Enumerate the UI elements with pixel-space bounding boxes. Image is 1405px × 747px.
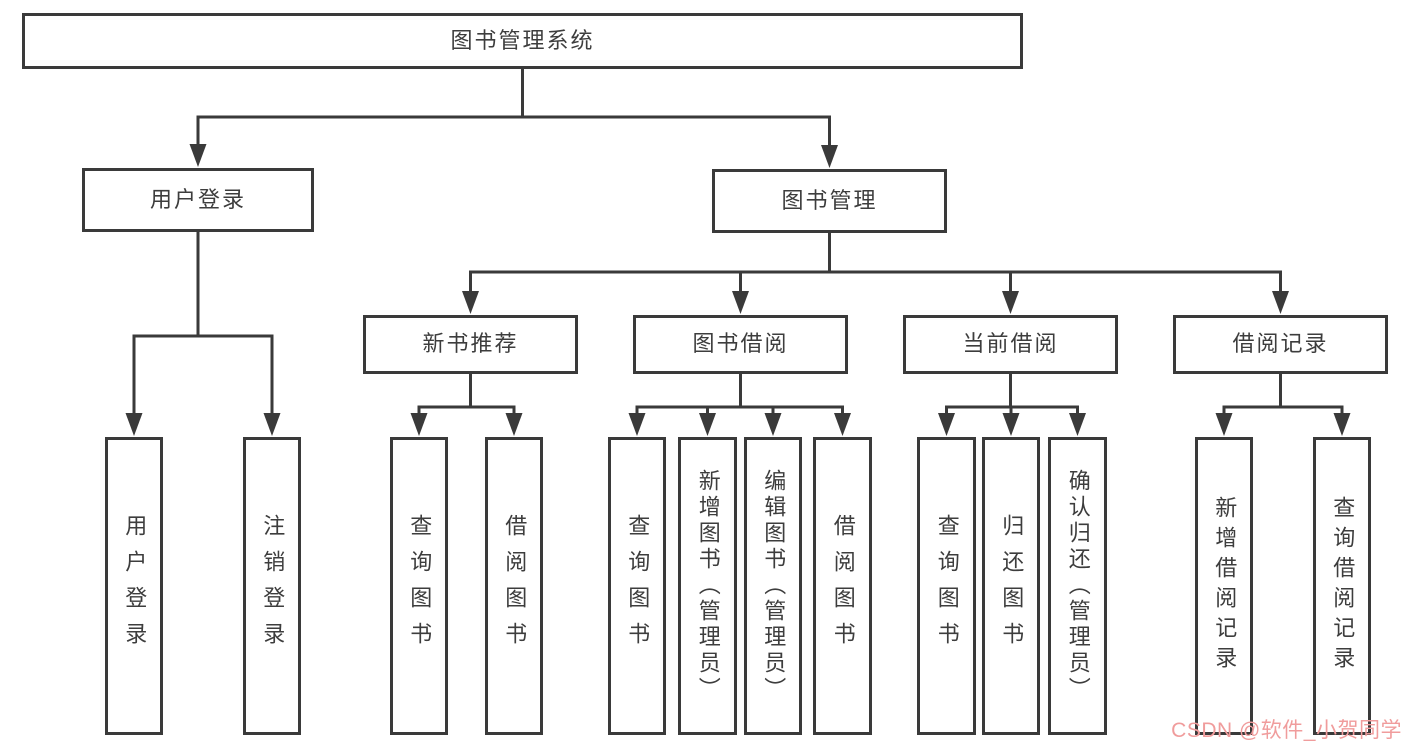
diagram-node-leaf-query-borrow-record: 查询借阅记录 <box>1313 437 1371 735</box>
diagram-node-leaf-edit-books: 编辑图书（管理员） <box>744 437 802 735</box>
diagram-node-new-book-rec: 新书推荐 <box>363 315 578 374</box>
diagram-node-leaf-add-borrow-record: 新增借阅记录 <box>1195 437 1253 735</box>
arrowhead <box>834 413 851 436</box>
node-label: 查询图书 <box>407 514 433 658</box>
node-label: 新书推荐 <box>422 331 519 357</box>
node-label: 查询图书 <box>934 514 960 658</box>
arrowhead <box>764 413 782 436</box>
node-label: 查询图书 <box>625 514 651 658</box>
diagram-node-leaf-borrow-books-new: 借阅图书 <box>485 437 543 735</box>
arrowhead <box>1333 413 1351 436</box>
node-label: 借阅图书 <box>502 514 528 658</box>
node-label: 归还图书 <box>999 514 1025 658</box>
diagram-node-leaf-user-login: 用户登录 <box>105 437 163 735</box>
node-label: 新增图书（管理员） <box>695 469 721 703</box>
diagram-node-user-login: 用户登录 <box>82 168 314 232</box>
diagram-node-book-mgmt: 图书管理 <box>712 169 947 233</box>
arrowhead <box>1215 413 1233 436</box>
arrowhead <box>1002 291 1019 314</box>
arrowhead <box>1272 291 1289 314</box>
node-label: 注销登录 <box>260 514 286 658</box>
arrowhead <box>125 413 143 436</box>
arrowhead <box>628 413 646 436</box>
arrowhead <box>938 413 955 436</box>
node-label: 编辑图书（管理员） <box>761 469 787 703</box>
connector-book-mgmt <box>462 233 1289 314</box>
diagram-node-leaf-query-books-current: 查询图书 <box>917 437 976 735</box>
diagram-node-leaf-query-books-new: 查询图书 <box>390 437 448 735</box>
diagram-node-leaf-return-books: 归还图书 <box>982 437 1040 735</box>
arrowhead <box>462 291 479 314</box>
arrowhead <box>505 413 523 436</box>
arrowhead <box>699 413 716 436</box>
diagram-node-leaf-add-books: 新增图书（管理员） <box>678 437 737 735</box>
diagram-node-leaf-query-books-borrow: 查询图书 <box>608 437 666 735</box>
connector-user-login <box>125 232 281 436</box>
connector-borrow-records <box>1215 374 1351 436</box>
arrowhead <box>732 291 749 314</box>
diagram-node-leaf-logout: 注销登录 <box>243 437 301 735</box>
node-label: 查询借阅记录 <box>1330 496 1356 676</box>
node-label: 图书借阅 <box>692 331 789 357</box>
connector-root <box>189 69 838 168</box>
diagram-node-leaf-confirm-return: 确认归还（管理员） <box>1048 437 1107 735</box>
node-label: 确认归还（管理员） <box>1065 469 1091 703</box>
diagram-node-root: 图书管理系统 <box>22 13 1023 69</box>
connector-new-book-rec <box>410 374 523 436</box>
connector-current-borrow <box>938 374 1086 436</box>
node-label: 借阅图书 <box>830 514 856 658</box>
connector-book-borrow <box>628 374 851 436</box>
node-label: 图书管理 <box>781 187 878 213</box>
diagram-node-borrow-records: 借阅记录 <box>1173 315 1388 374</box>
diagram-node-leaf-borrow-books: 借阅图书 <box>813 437 872 735</box>
node-label: 新增借阅记录 <box>1212 496 1238 676</box>
diagram-node-book-borrow: 图书借阅 <box>633 315 848 374</box>
arrowhead <box>410 413 428 436</box>
watermark: CSDN @软件_小贺同学 <box>1171 719 1402 742</box>
arrowhead <box>263 413 281 436</box>
arrowhead <box>1069 413 1086 436</box>
node-label: 用户登录 <box>122 514 148 658</box>
arrowhead <box>1002 413 1020 436</box>
arrowhead <box>189 144 207 167</box>
node-label: 借阅记录 <box>1232 331 1329 357</box>
diagram-node-current-borrow: 当前借阅 <box>903 315 1118 374</box>
node-label: 图书管理系统 <box>450 27 595 53</box>
node-label: 用户登录 <box>149 186 246 212</box>
node-label: 当前借阅 <box>962 331 1059 357</box>
arrowhead <box>821 145 838 168</box>
